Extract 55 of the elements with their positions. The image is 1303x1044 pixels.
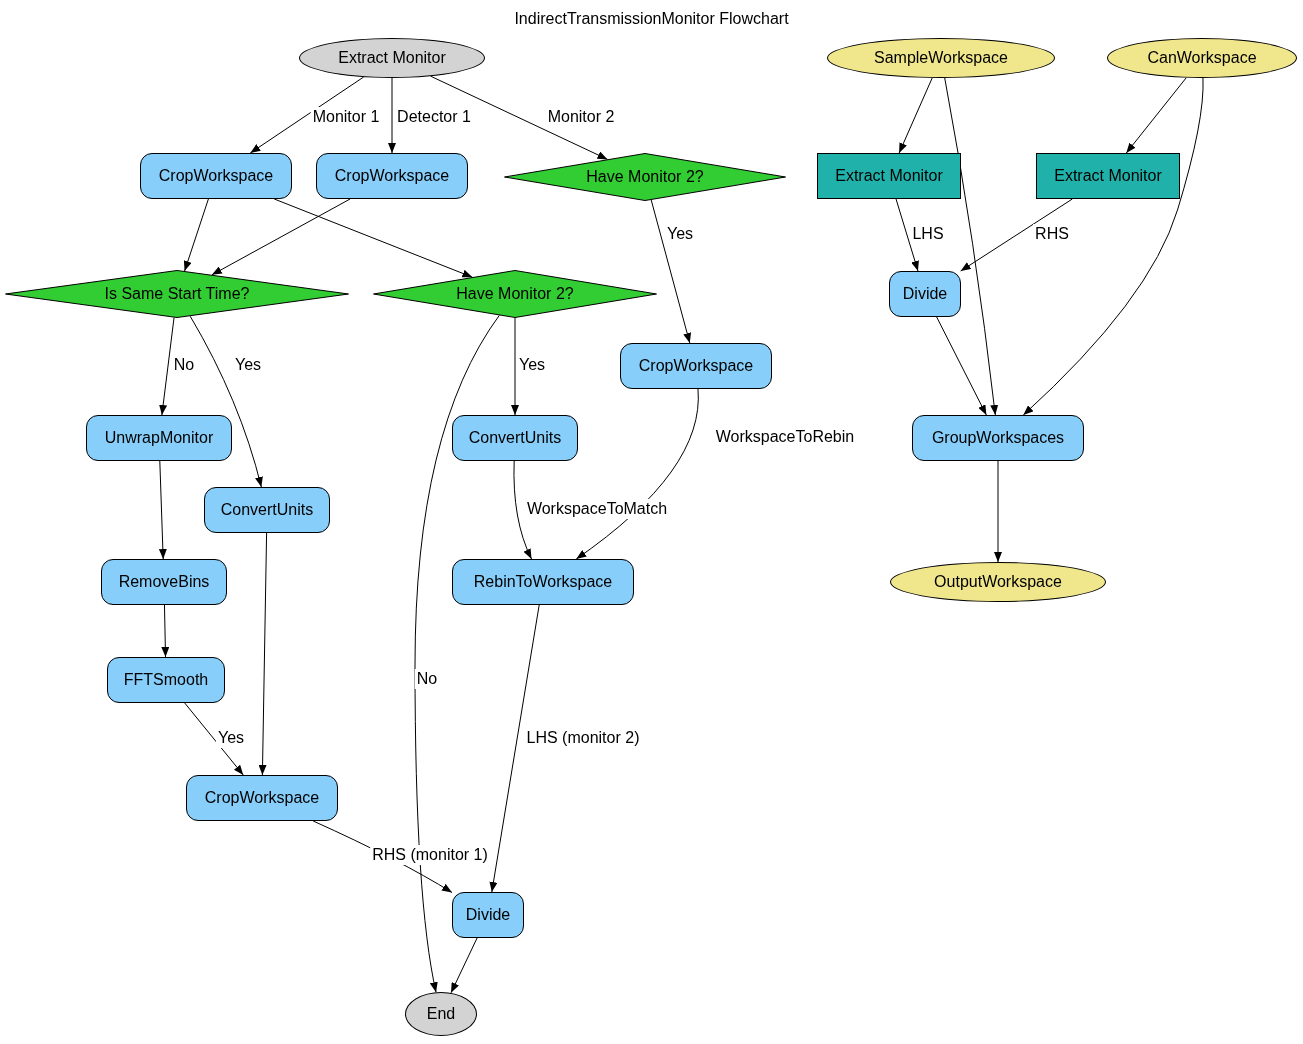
- arrow: [183, 198, 209, 272]
- process-box: Divide: [889, 271, 961, 317]
- process-box: CropWorkspace: [186, 775, 338, 821]
- arrow: [511, 317, 519, 416]
- process-box: CropWorkspace: [620, 343, 772, 389]
- arrow: [158, 460, 167, 560]
- arrow: [211, 198, 351, 276]
- arrow: [936, 316, 987, 416]
- process-box: CropWorkspace: [140, 153, 292, 199]
- edge-label: WorkspaceToRebin: [713, 427, 857, 447]
- arrow: [898, 77, 933, 154]
- edge-label: LHS (monitor 2): [524, 728, 642, 748]
- edge-label: RHS (monitor 1): [370, 845, 490, 865]
- arrow: [895, 198, 919, 272]
- process-box: RemoveBins: [101, 559, 227, 605]
- process-box: CropWorkspace: [316, 153, 468, 199]
- arrow: [1125, 77, 1187, 154]
- edge-label: WorkspaceToMatch: [524, 499, 670, 519]
- arrow: [450, 937, 478, 994]
- process-box: FFTSmooth: [107, 657, 225, 703]
- arrow: [414, 314, 500, 993]
- edge-label: No: [414, 669, 440, 689]
- arrow: [944, 77, 999, 416]
- input-box: Extract Monitor: [817, 153, 961, 199]
- arrow: [258, 532, 268, 776]
- input-box: Extract Monitor: [1036, 153, 1180, 199]
- decision-diamond: Is Same Start Time?: [5, 270, 349, 318]
- arrow: [388, 77, 396, 154]
- arrow: [161, 604, 170, 658]
- arrow: [184, 702, 244, 776]
- arrow: [994, 460, 1002, 563]
- arrow: [650, 199, 692, 344]
- edge-label: LHS: [910, 224, 946, 244]
- edge-label: Yes: [215, 728, 247, 748]
- process-box: GroupWorkspaces: [912, 415, 1084, 461]
- arrow: [960, 198, 1073, 272]
- arrow: [513, 460, 532, 560]
- decision-diamond: Have Monitor 2?: [504, 153, 786, 201]
- process-box: Divide: [452, 892, 524, 938]
- terminal-ellipse: Extract Monitor: [299, 38, 485, 78]
- arrow: [1022, 77, 1204, 416]
- terminal-ellipse: End: [405, 992, 477, 1036]
- arrow: [159, 317, 175, 416]
- process-box: ConvertUnits: [452, 415, 578, 461]
- terminal-ellipse: CanWorkspace: [1107, 38, 1297, 78]
- decision-diamond: Have Monitor 2?: [373, 270, 657, 318]
- arrow: [273, 198, 473, 278]
- process-box: ConvertUnits: [204, 487, 330, 533]
- arrow: [189, 315, 263, 488]
- process-box: RebinToWorkspace: [452, 559, 634, 605]
- arrow: [489, 604, 540, 893]
- terminal-ellipse: SampleWorkspace: [827, 38, 1055, 78]
- terminal-ellipse: OutputWorkspace: [890, 562, 1106, 602]
- diagram-title: IndirectTransmissionMonitor Flowchart: [513, 9, 790, 29]
- process-box: UnwrapMonitor: [86, 415, 232, 461]
